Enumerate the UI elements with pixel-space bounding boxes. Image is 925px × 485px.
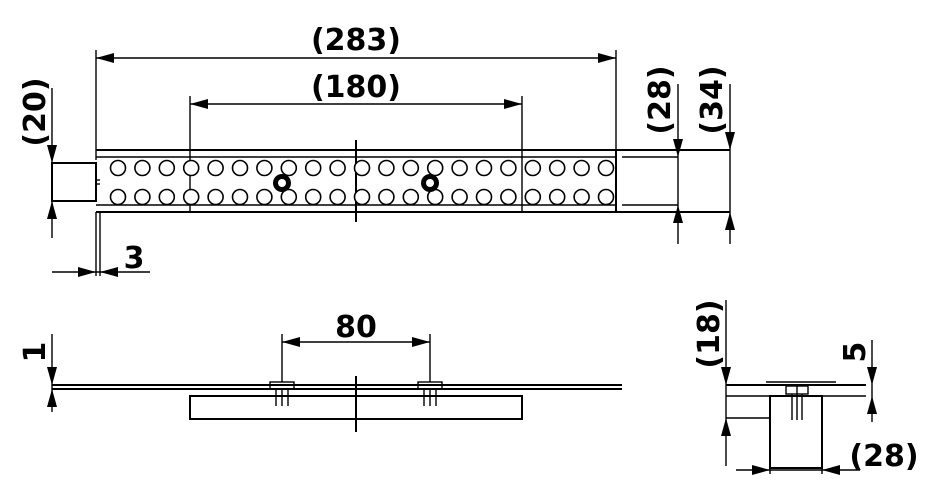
dim-side-height-label: (18) <box>692 299 727 368</box>
perforation-hole <box>280 188 298 206</box>
dim-outer-height-label: (34) <box>695 65 730 134</box>
perforation-hole <box>280 159 298 177</box>
perforation-hole <box>500 159 517 177</box>
perforation-hole <box>573 188 590 206</box>
perforation-hole <box>158 188 176 206</box>
mount-bolt-right <box>421 174 439 192</box>
dim-wall-thickness: 3 <box>52 212 150 277</box>
perforation-hole <box>304 159 322 177</box>
side-view: (18) 5 (28) <box>692 299 919 475</box>
side-bolt <box>785 385 809 420</box>
dim-mount-spacing-label: (180) <box>311 70 401 105</box>
perforation-hole <box>353 188 371 206</box>
dim-side-width: (28) <box>736 439 919 475</box>
perforation-hole <box>548 188 566 206</box>
perforation-hole <box>231 188 249 206</box>
hole-row-bottom <box>109 188 615 206</box>
perforation-hole <box>207 159 224 177</box>
perforation-hole <box>426 159 444 177</box>
dim-side-offset: 5 <box>838 340 877 422</box>
dim-overall-length: (283) <box>95 23 617 160</box>
top-view: (283) (180) (20) (28) <box>18 23 735 277</box>
perforation-hole <box>134 188 151 206</box>
dim-overall-length-label: (283) <box>311 23 401 58</box>
dim-bottom-spacing: 80 <box>281 310 431 382</box>
dim-mount-spacing: (180) <box>189 70 523 158</box>
dim-inner-height: (28) <box>643 65 683 244</box>
perforation-hole <box>451 159 468 177</box>
dim-outer-height: (34) <box>695 65 735 244</box>
dim-side-height: (18) <box>692 299 731 466</box>
perforation-hole <box>402 159 420 177</box>
dim-plate-thickness: 1 <box>18 334 57 412</box>
mount-bolt-left <box>273 174 291 192</box>
perforation-hole <box>353 159 371 177</box>
perforation-hole <box>134 159 151 177</box>
perforation-hole <box>378 159 395 177</box>
perforation-hole <box>548 159 566 177</box>
perforation-hole <box>451 188 468 206</box>
perforation-hole <box>109 159 127 177</box>
perforation-hole <box>475 188 493 206</box>
hole-row-top <box>109 159 615 177</box>
perforation-hole <box>182 159 200 177</box>
perforation-hole <box>256 159 273 177</box>
perforation-hole <box>402 188 420 206</box>
perforation-hole <box>573 159 590 177</box>
dim-side-width-label: (28) <box>849 439 918 474</box>
perforation-hole <box>207 188 224 206</box>
perforation-hole <box>524 188 542 206</box>
dim-inner-height-label: (28) <box>643 65 678 134</box>
perforation-hole <box>597 188 615 206</box>
perforation-hole <box>329 188 346 206</box>
perforation-hole <box>329 159 346 177</box>
perforation-hole <box>475 159 493 177</box>
dim-side-offset-label: 5 <box>838 342 873 363</box>
dim-bottom-spacing-label: 80 <box>335 310 377 345</box>
dim-end-height: (20) <box>18 77 57 238</box>
perforation-hole <box>231 159 249 177</box>
dim-plate-thickness-label: 1 <box>18 342 53 363</box>
perforation-hole <box>304 188 322 206</box>
perforation-hole <box>256 188 273 206</box>
dim-end-height-label: (20) <box>18 77 53 146</box>
perforation-hole <box>158 159 176 177</box>
perforation-hole <box>524 159 542 177</box>
perforation-hole <box>500 188 517 206</box>
perforation-hole <box>109 188 127 206</box>
perforation-hole <box>378 188 395 206</box>
front-view: 80 1 <box>18 310 622 432</box>
perforation-hole <box>182 188 200 206</box>
perforation-hole <box>597 159 615 177</box>
dim-wall-thickness-label: 3 <box>124 241 145 276</box>
